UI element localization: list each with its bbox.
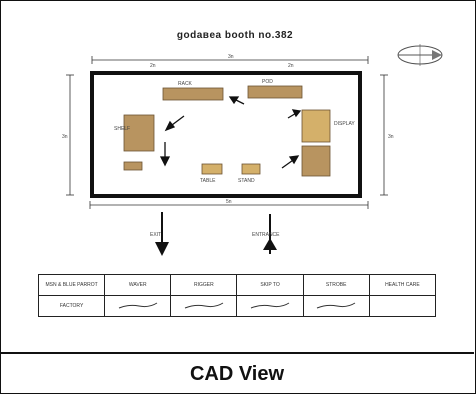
svg-text:STAND: STAND xyxy=(238,178,255,184)
exit-label: EXIT xyxy=(150,232,161,238)
entrance-arrow-icon xyxy=(263,214,277,254)
wave-swatch-icon xyxy=(184,302,224,309)
legend-table-wrapper: MSN & BLUE PARROT WAVER RIGGER SKIP TO S… xyxy=(37,274,437,317)
dim-top-left: 2n xyxy=(150,63,156,69)
dim-bottom: 5n xyxy=(226,199,232,205)
wave-swatch-icon xyxy=(250,302,290,309)
entrance-label: ENTRANCE xyxy=(252,232,280,238)
block-shelf-left: SHELF xyxy=(114,114,155,152)
legend-cell: WAVER xyxy=(104,274,172,296)
block-display-right-top: DISPLAY xyxy=(301,109,355,143)
svg-text:TABLE: TABLE xyxy=(200,178,216,184)
wave-swatch-icon xyxy=(118,302,157,309)
block-stand-bottom-right: STAND xyxy=(238,163,261,184)
legend-cell: HEALTH CARE xyxy=(368,274,437,296)
dim-top-right: 2n xyxy=(288,63,294,69)
caption-divider xyxy=(0,352,474,354)
svg-text:RACK: RACK xyxy=(178,81,193,87)
svg-text:POD: POD xyxy=(262,79,273,85)
legend-swatch xyxy=(170,295,238,317)
legend-table: MSN & BLUE PARROT WAVER RIGGER SKIP TO S… xyxy=(37,274,437,317)
legend-row-swatches: FACTORY xyxy=(37,295,437,317)
caption-cad-view: CAD View xyxy=(189,362,285,385)
wave-swatch-icon xyxy=(317,302,356,309)
block-table-left-small xyxy=(123,161,143,171)
north-arrow-icon xyxy=(397,44,443,66)
flow-arrows xyxy=(159,96,302,169)
exit-arrow-icon xyxy=(155,212,169,256)
block-chair-right-bottom xyxy=(301,145,331,177)
svg-text:DISPLAY: DISPLAY xyxy=(334,121,355,127)
dim-top-mid: 3n xyxy=(228,54,234,60)
legend-empty-cell xyxy=(368,295,437,317)
block-rack-top-left: RACK xyxy=(162,81,224,101)
svg-text:SHELF: SHELF xyxy=(114,126,130,132)
legend-cell: STROBE xyxy=(302,274,370,296)
block-pod-top-right: POD xyxy=(247,79,303,99)
legend-cell: MSN & BLUE PARROT xyxy=(37,274,106,296)
legend-row-header: MSN & BLUE PARROT WAVER RIGGER SKIP TO S… xyxy=(37,274,437,296)
legend-swatch xyxy=(302,295,370,317)
legend-cell: SKIP TO xyxy=(236,274,304,296)
plan-title: godaвea booth no.382 xyxy=(176,30,294,41)
booth-outline xyxy=(90,71,362,198)
legend-cell: FACTORY xyxy=(37,295,106,317)
dim-left: 3n xyxy=(62,134,68,140)
legend-cell: RIGGER xyxy=(170,274,238,296)
floor-plan: 2n 3n 2n 3n 3n 5n RACK POD SHELF DISPLAY… xyxy=(62,44,443,256)
dim-right: 3n xyxy=(388,134,394,140)
block-table-bottom-center: TABLE xyxy=(200,163,223,184)
legend-swatch xyxy=(236,295,304,317)
legend-swatch xyxy=(104,295,172,317)
